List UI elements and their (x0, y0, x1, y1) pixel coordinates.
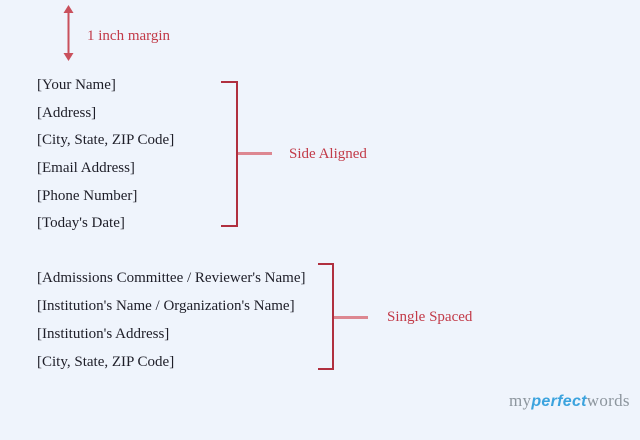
sender-line-address: [Address] (37, 104, 97, 121)
sender-line-email: [Email Address] (37, 160, 135, 177)
side-aligned-annotation-label: Side Aligned (289, 146, 367, 162)
single-spaced-annotation-label: Single Spaced (387, 309, 473, 325)
side-aligned-connector-line (238, 152, 272, 155)
margin-annotation-label: 1 inch margin (87, 28, 171, 44)
myperfectwords-logo: myperfectwords (509, 391, 630, 411)
sender-line-city-state-zip: [City, State, ZIP Code] (37, 132, 175, 149)
side-aligned-bracket (221, 81, 238, 227)
recipient-line-city-state-zip: [City, State, ZIP Code] (37, 354, 175, 370)
recipient-line-institution-address: [Institution's Address] (37, 326, 170, 342)
sender-line-phone: [Phone Number] (37, 187, 138, 204)
recipient-block: [Admissions Committee / Reviewer's Name]… (37, 264, 306, 376)
sender-line-your-name: [Your Name] (37, 77, 116, 93)
recipient-line-committee: [Admissions Committee / Reviewer's Name] (37, 270, 306, 286)
margin-double-arrow-icon (63, 5, 74, 61)
logo-part-my: my (509, 391, 532, 410)
logo-part-perfect: perfect (531, 393, 587, 410)
recipient-line-institution-name: [Institution's Name / Organization's Nam… (37, 298, 295, 314)
sender-line-date: [Today's Date] (37, 215, 125, 232)
single-spaced-connector-line (334, 316, 368, 319)
logo-part-words: words (586, 391, 630, 410)
sender-block: [Your Name] [Address] [City, State, ZIP … (37, 72, 174, 238)
single-spaced-bracket (318, 263, 334, 370)
